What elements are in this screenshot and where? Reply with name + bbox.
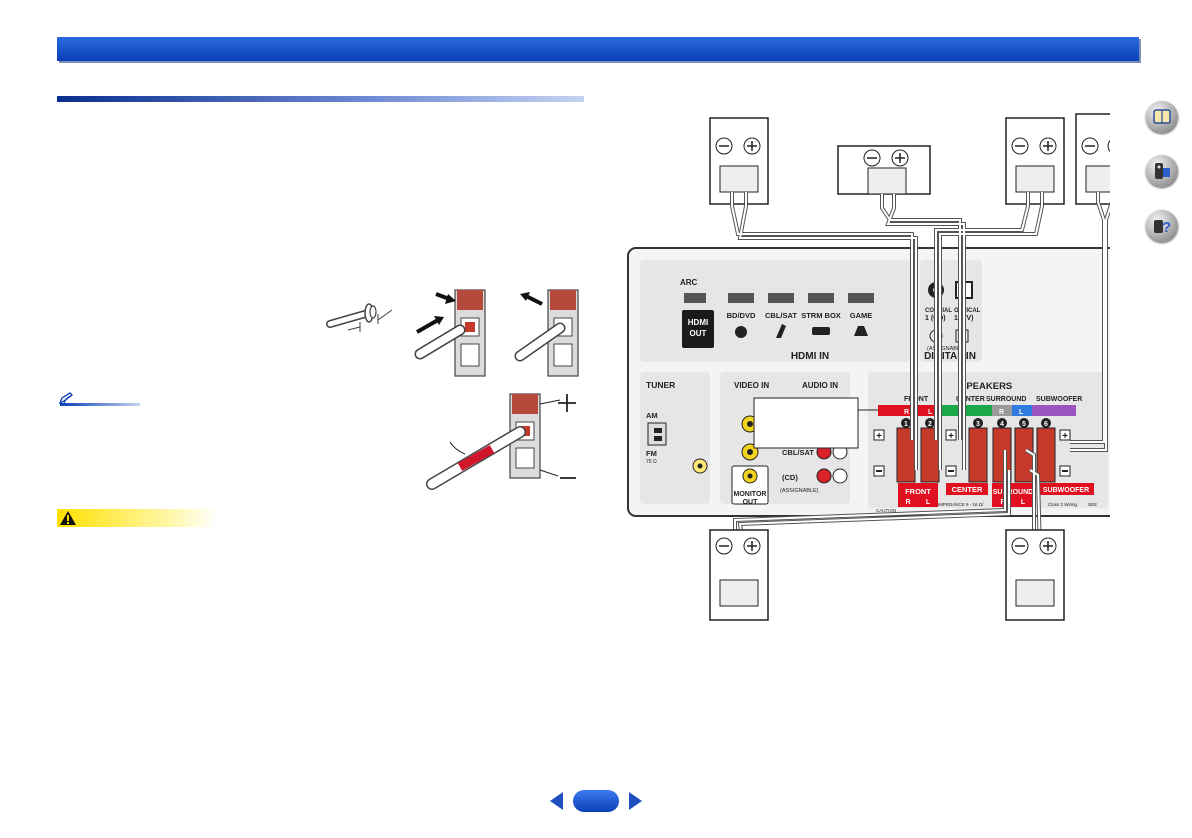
hdmi-in-game: GAME xyxy=(850,311,873,320)
svg-text:?: ? xyxy=(1162,219,1171,236)
hdmi-out-label-1: HDMI xyxy=(688,318,708,327)
hdmi-in-bd-dvd: BD/DVD xyxy=(727,311,756,320)
audio-assignable-label: (ASSIGNABLE) xyxy=(780,488,819,494)
next-page-arrow[interactable] xyxy=(629,792,642,810)
speaker-channel-numbers: 1 2 3 4 5 6 xyxy=(901,418,1051,428)
channel-number-5: 5 xyxy=(1022,421,1026,428)
optical-label: OPTICAL xyxy=(954,308,981,314)
speaker-subwoofer xyxy=(1075,113,1110,205)
fm-sub-label: 75 Ω xyxy=(646,459,657,465)
front-bottom-l: L xyxy=(926,499,931,506)
hdmi-in-strm-box: STRM BOX xyxy=(801,311,841,320)
hdmi-out-port xyxy=(682,310,714,348)
arc-label: ARC xyxy=(680,278,698,287)
channel-number-3: 3 xyxy=(976,421,980,428)
callout-box xyxy=(753,397,859,449)
caution-bar xyxy=(57,509,217,527)
svg-text:+: + xyxy=(1062,431,1068,442)
channel-number-4: 4 xyxy=(1000,421,1004,428)
hdmi-input-ports: BD/DVD CBL/SAT STRM BOX GAME xyxy=(727,293,874,338)
front-bottom-label: FRONT xyxy=(905,487,931,496)
channel-number-6: 6 xyxy=(1044,421,1048,428)
audio-in-label: AUDIO IN xyxy=(802,381,838,390)
front-l-tag: L xyxy=(928,409,933,416)
speaker-wires-top-inner xyxy=(731,192,1110,470)
note-rule xyxy=(60,403,140,406)
surround-l-tag: L xyxy=(1019,409,1024,416)
speaker-center xyxy=(837,145,931,195)
cd-label: (CD) xyxy=(782,473,798,482)
monitor-out-label-2: OUT xyxy=(743,499,759,506)
subwoofer-header: SUBWOOFER xyxy=(1036,396,1082,403)
surround-bottom-l: L xyxy=(1021,499,1026,506)
channel-number-2: 2 xyxy=(928,421,932,428)
see-label: SEE xyxy=(1088,502,1097,507)
speaker-front-left xyxy=(1005,117,1065,205)
remote-control-icon[interactable] xyxy=(1146,155,1178,187)
video-in-label: VIDEO IN xyxy=(734,381,769,390)
speaker-front-right xyxy=(709,117,769,205)
fm-label: FM xyxy=(646,449,657,458)
hdmi-in-label: HDMI IN xyxy=(791,351,829,362)
speakers-title: SPEAKERS xyxy=(960,381,1012,392)
surround-header: SURROUND xyxy=(986,396,1026,403)
terminal-insert-illustration xyxy=(414,289,486,377)
digital-in-label: DIGITAL IN xyxy=(924,351,976,362)
wire-strip-illustration xyxy=(326,303,393,332)
speaker-wire-illustrations xyxy=(326,289,579,490)
digital-assignable-label: (ASSIGNABLE) xyxy=(927,346,966,352)
surround-r-tag: R xyxy=(999,409,1004,416)
class2-label: Class 2 Wiring xyxy=(1048,502,1078,507)
svg-text:+: + xyxy=(948,431,954,442)
caution-small-label: CAUTION xyxy=(876,508,896,513)
surround-bottom-label: SURROUND xyxy=(993,489,1033,496)
svg-text:+: + xyxy=(876,431,882,442)
rear-panel-diagram: ARC HDMI OUT BD/DVD CBL/SAT STRM BOX GAM… xyxy=(627,113,1110,621)
channel-number-1: 1 xyxy=(904,421,908,428)
speaker-terminals: + + + xyxy=(873,427,1071,483)
cbl-sat-audio-label: CBL/SAT xyxy=(782,448,814,457)
monitor-out-label-1: MONITOR xyxy=(734,491,767,498)
section-title-rule xyxy=(57,96,584,102)
tuner-label: TUNER xyxy=(646,380,675,390)
warning-icon xyxy=(60,511,76,525)
page-number-oval[interactable] xyxy=(573,790,619,812)
manual-book-icon[interactable] xyxy=(1146,101,1178,133)
polarity-illustration xyxy=(426,393,576,490)
question-icon[interactable]: ? xyxy=(1146,210,1178,242)
previous-page-arrow[interactable] xyxy=(550,792,563,810)
subwoofer-bottom-label: SUBWOOFER xyxy=(1043,487,1089,494)
front-bottom-r: R xyxy=(905,499,910,506)
terminal-release-illustration xyxy=(514,289,579,377)
speaker-surround-right xyxy=(709,529,769,621)
center-bottom-label: CENTER xyxy=(952,485,983,494)
am-label: AM xyxy=(646,411,658,420)
center-header: CENTER xyxy=(956,396,985,403)
hdmi-out-label-2: OUT xyxy=(690,329,707,338)
hdmi-in-cbl-sat: CBL/SAT xyxy=(765,311,797,320)
note-pencil-icon xyxy=(58,392,73,404)
header-bar xyxy=(57,37,1139,61)
front-r-tag: R xyxy=(904,409,909,416)
impedance-label: IMPEDANCE 6 - 16 Ω/ xyxy=(938,502,984,507)
speaker-surround-left xyxy=(1005,529,1065,621)
